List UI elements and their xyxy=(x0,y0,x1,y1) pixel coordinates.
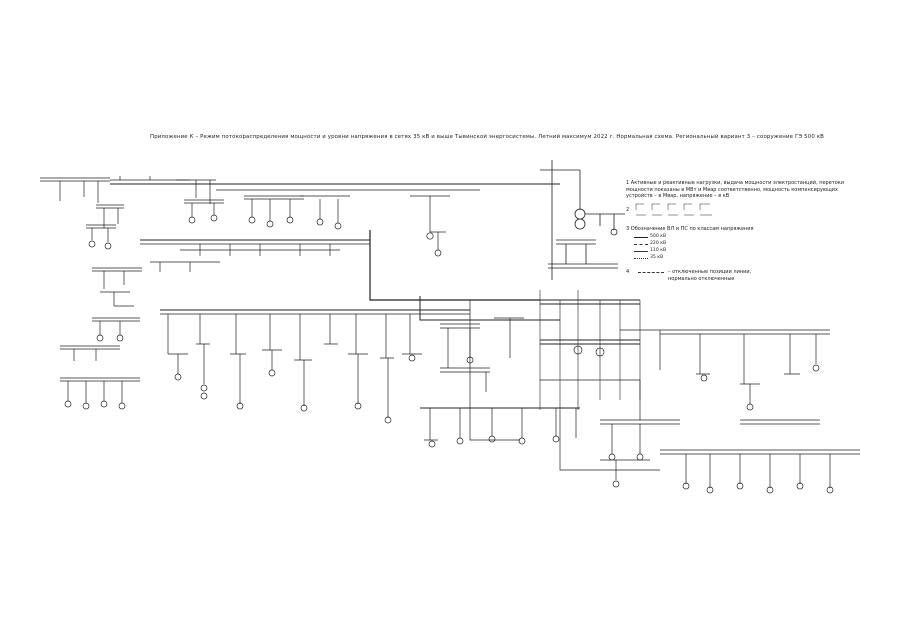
feeders-row-2 xyxy=(180,244,340,256)
legend-item-1: 1 Активные и реактивные нагрузки, выдача… xyxy=(626,180,845,200)
legend-line-500 xyxy=(634,237,648,238)
substation-right xyxy=(660,329,830,425)
substation-hub-top-right xyxy=(540,160,625,280)
substation-left-middle xyxy=(60,267,142,410)
legend-line-220 xyxy=(634,244,648,245)
legend-item-2: 2 xyxy=(626,207,630,213)
substation-lower-right xyxy=(600,419,860,494)
line-route-center-down xyxy=(469,300,520,441)
legend-line-35 xyxy=(634,258,648,259)
feeders-row-2b xyxy=(150,261,220,272)
line-500-route-2 xyxy=(419,296,560,321)
substation-top-center xyxy=(244,195,450,257)
substation-cluster-top-left xyxy=(40,176,224,250)
legend-line-disconnected xyxy=(638,272,664,273)
legend-item-4: – отключенные позиции линии, нормально о… xyxy=(668,269,752,282)
legend-label-500: 500 кВ xyxy=(650,234,667,239)
feeders-central xyxy=(167,314,422,424)
legend-line-110 xyxy=(634,251,648,252)
diagram-title: Приложение К – Режим потокораспределения… xyxy=(150,134,825,140)
legend-item-3: 3 Обозначение ВЛ и ПС по классам напряже… xyxy=(626,226,754,232)
legend-label-220: 220 кВ xyxy=(650,241,667,246)
substation-hub-central-right xyxy=(539,290,661,410)
legend-label-110: 110 кВ xyxy=(650,248,667,253)
substation-center-loop xyxy=(440,317,524,392)
line-route-center-right xyxy=(559,410,660,471)
legend-symbol-samples xyxy=(635,203,712,216)
feeders-lower-middle xyxy=(424,408,577,448)
legend-label-35: 35 кВ xyxy=(650,255,664,260)
line-500-route-1 xyxy=(369,230,540,301)
legend-item-4-num: 4 xyxy=(626,269,630,275)
